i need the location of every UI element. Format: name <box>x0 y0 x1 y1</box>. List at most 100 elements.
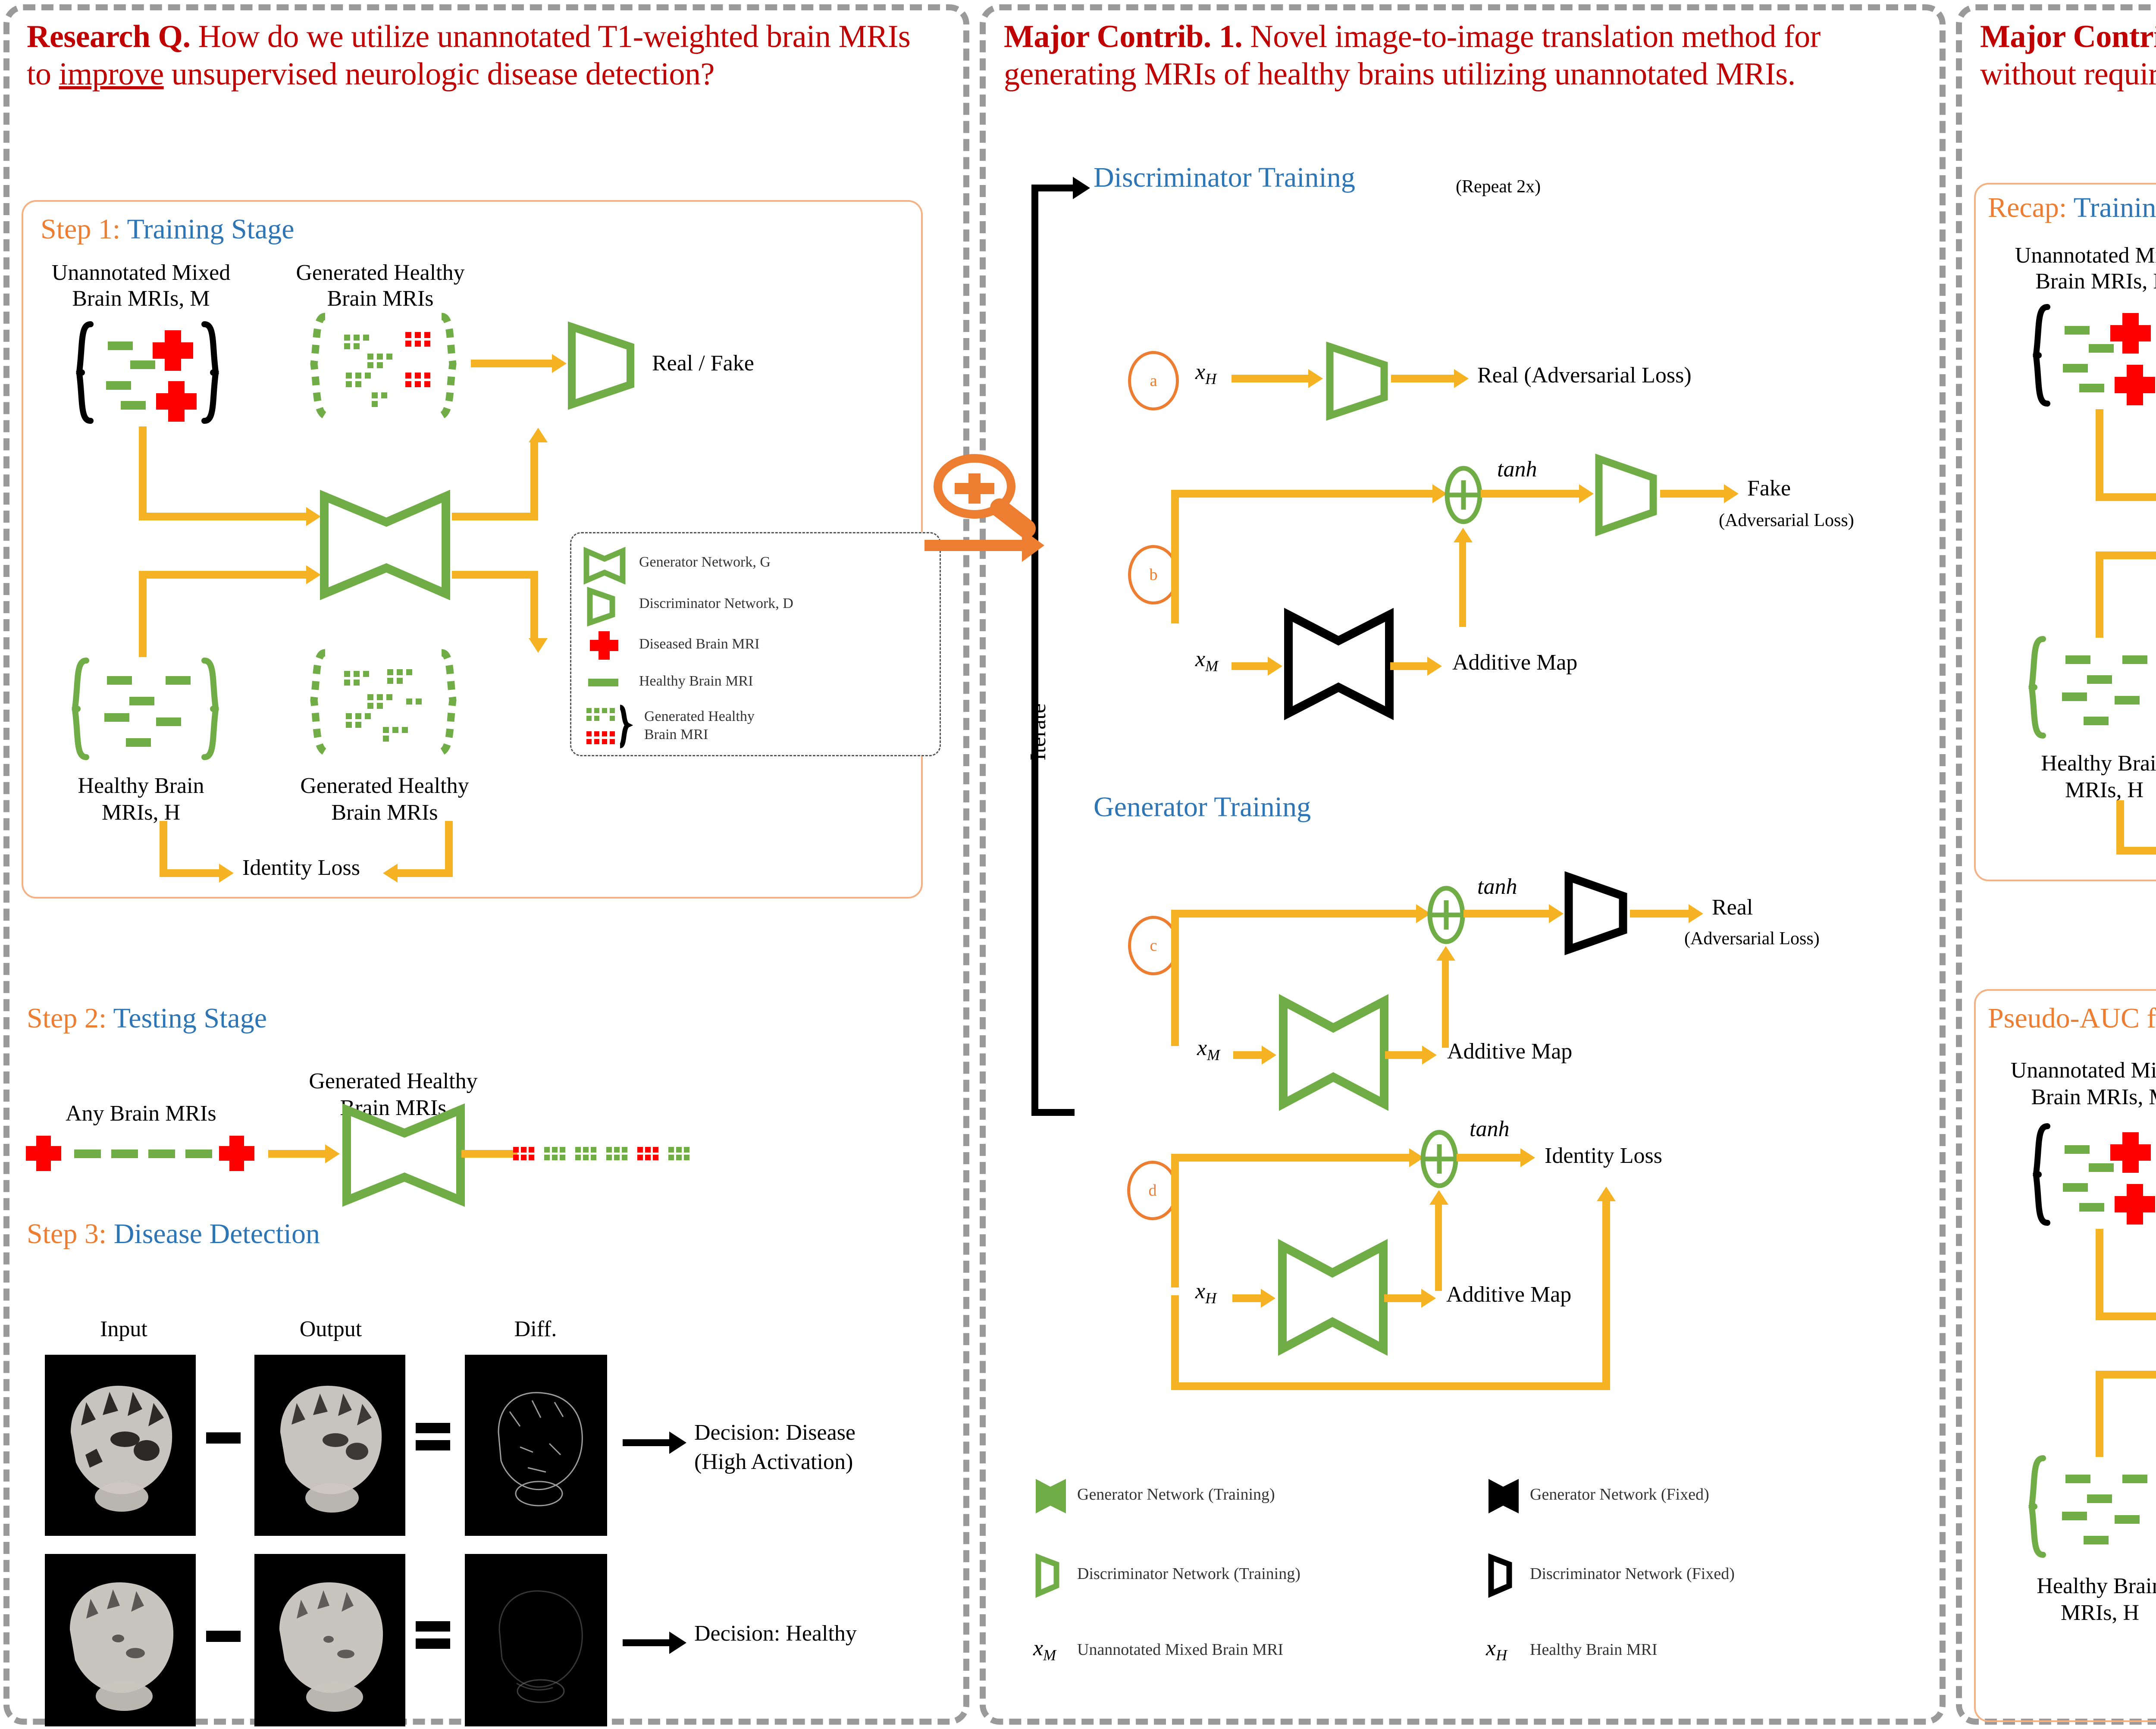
panel-major-contrib-2: Major Contrib. 2. Pseudo-AUC metric for … <box>1956 4 2156 1725</box>
step1-input-mixed-line1: Unannotated Mixed <box>51 260 231 285</box>
mid-legend-label-2: Discriminator Network (Training) <box>1077 1565 1300 1583</box>
gen-c-plus-operator-icon <box>1427 886 1465 944</box>
gen-d-feedback-left <box>1171 1295 1179 1386</box>
step2-output-arrow-line <box>461 1150 517 1158</box>
recap-healthy-line1: Healthy Brain <box>2041 751 2156 776</box>
gen-c-generator-training-icon <box>1279 994 1388 1111</box>
gen-c-out-arrowhead <box>1689 904 1703 923</box>
research-question-header: Research Q. How do we utilize unannotate… <box>27 18 937 93</box>
disc-b-input-arrowhead <box>1268 657 1282 676</box>
step1-legend-label-3: Healthy Brain MRI <box>639 673 753 689</box>
x-h-symbol: xH <box>1486 1636 1507 1664</box>
step1-gen-top-line1: Generated Healthy <box>296 260 465 285</box>
dotted-pair-icon <box>586 705 633 749</box>
gen-d-feedback-right <box>1602 1200 1610 1386</box>
mid-legend-label-0: Generator Network (Training) <box>1077 1485 1275 1503</box>
step3-row2-output-mri <box>254 1554 405 1726</box>
magnifier-connector-line <box>924 540 1024 551</box>
iterate-top-branch <box>1031 185 1075 191</box>
step2-title-text: Testing Stage <box>113 1002 267 1034</box>
discriminator-network-fixed-icon <box>1488 1553 1512 1598</box>
flow-tag-a: a <box>1128 351 1179 410</box>
step1-legend-label-2: Diseased Brain MRI <box>639 636 760 652</box>
step1-real-fake-label: Real / Fake <box>652 351 754 376</box>
gen-d-input-xh: xH <box>1195 1279 1217 1307</box>
discriminator-network-icon <box>587 586 615 627</box>
research-question-tail: unsupervised neurologic disease detectio… <box>163 56 715 92</box>
step3-decision-disease-line1: Decision: Disease <box>694 1420 856 1445</box>
recap-input-mixed-line1: Unannotated Mixed <box>2015 243 2156 268</box>
step1-mixed-arrowhead <box>306 507 321 526</box>
step1-legend-label-4-line2: Brain MRI <box>644 727 708 742</box>
step2-input-arrowhead <box>325 1144 340 1163</box>
validation-box <box>1974 989 2156 1722</box>
step1-generated-healthy-bottom-icon <box>310 649 457 755</box>
step1-identity-right-down <box>445 821 453 877</box>
recap-identity-left-right <box>2116 847 2156 855</box>
step1-title: Step 1: Training Stage <box>41 213 295 246</box>
gen-c-addmap-up-arrowhead <box>1436 946 1455 961</box>
discriminator-training-note: (Repeat 2x) <box>1456 177 1541 197</box>
step1-identity-right-arrowhead <box>383 864 398 883</box>
contrib1-bold: Major Contrib. 1. <box>1004 19 1243 54</box>
gen-d-identity-loss-label: Identity Loss <box>1545 1143 1662 1168</box>
magnifier-plus-icon <box>934 454 1036 538</box>
validation-input-mixed-line1: Unannotated Mixed <box>2010 1058 2156 1083</box>
recap-healthy-up-line <box>2096 551 2103 638</box>
generator-network-fixed-icon <box>1489 1479 1519 1513</box>
disc-b-tanh-arrowhead <box>1579 484 1594 503</box>
gen-c-discriminator-fixed-icon <box>1564 871 1627 955</box>
step1-gen-out-bot-line <box>452 571 538 579</box>
disc-a-discriminator-icon <box>1326 341 1388 421</box>
recap-healthy-right-line <box>2096 551 2156 559</box>
step1-identity-left-right <box>160 869 220 877</box>
gen-d-skip-down <box>1171 1154 1179 1287</box>
validation-mixed-right-line <box>2096 1312 2156 1320</box>
step1-healthy-line1: Healthy Brain <box>78 774 204 798</box>
recap-mixed-set-brace <box>2033 304 2155 407</box>
gen-d-feedback-arrowhead <box>1597 1187 1616 1201</box>
iterate-top-arrowhead <box>1073 177 1090 199</box>
step1-healthy-line2: MRIs, H <box>101 800 181 825</box>
step2-generator-icon <box>342 1103 465 1207</box>
step3-row1-equals <box>414 1420 453 1455</box>
step1-generated-healthy-top-icon <box>310 313 457 419</box>
step3-row2-diff-mri <box>465 1554 607 1726</box>
panel-major-contrib-1: Major Contrib. 1. Novel image-to-image t… <box>980 4 1946 1725</box>
gen-c-addmap-line <box>1385 1051 1424 1059</box>
research-question-underlined: improve <box>59 56 164 92</box>
disc-b-discriminator-icon <box>1595 454 1657 536</box>
healthy-set-brace <box>72 658 219 760</box>
step1-mixed-right-line <box>139 513 307 520</box>
step3-title-text: Disease Detection <box>113 1218 320 1250</box>
step1-title-text: Training Stage <box>127 213 295 245</box>
step1-gen-out-top-arrowhead <box>529 428 548 442</box>
contrib2-bold: Major Contrib. 2. <box>1980 19 2156 54</box>
iterate-bottom-branch <box>1031 1109 1075 1116</box>
gen-d-addmap-up-line <box>1435 1203 1442 1291</box>
disc-a-out-line <box>1391 375 1455 382</box>
step1-gen-out-top-line <box>452 513 538 520</box>
step1-legend-label-1: Discriminator Network, D <box>639 595 793 611</box>
validation-healthy-line2: MRIs, H <box>2060 1601 2140 1625</box>
gen-c-addmap-up-line <box>1442 959 1449 1048</box>
step1-identity-left-down <box>160 821 167 877</box>
step3-decision-healthy: Decision: Healthy <box>694 1621 857 1646</box>
step3-row2-equals <box>414 1619 453 1653</box>
step3-title: Step 3: Disease Detection <box>27 1218 320 1250</box>
recap-mixed-down-line <box>2096 409 2103 495</box>
discriminator-network-training-icon <box>1035 1553 1059 1598</box>
disc-b-output-line1: Fake <box>1747 476 1791 501</box>
generator-training-title: Generator Training <box>1094 791 1311 823</box>
step3-decision-disease-line2: (High Activation) <box>694 1450 853 1474</box>
gen-c-input-xm: xM <box>1197 1036 1220 1064</box>
disc-b-skip-down <box>1171 490 1179 623</box>
research-question-bold: Research Q. <box>27 19 191 54</box>
disc-b-generator-fixed-icon <box>1284 608 1394 720</box>
step1-input-mixed-line2: Brain MRIs, M <box>72 286 210 311</box>
validation-healthy-set-brace <box>2028 1455 2147 1558</box>
gen-c-input-line <box>1233 1051 1263 1059</box>
disc-b-output-line2: (Adversarial Loss) <box>1719 511 1854 530</box>
gen-c-addmap-arrowhead <box>1422 1046 1437 1065</box>
validation-title: Pseudo-AUC for Validation Stage <box>1988 1002 2156 1035</box>
